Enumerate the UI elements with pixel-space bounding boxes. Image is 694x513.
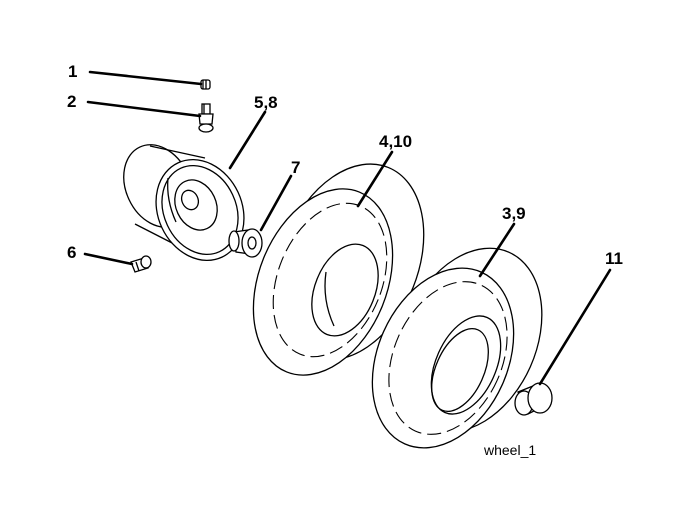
callout-6: 6 — [67, 243, 76, 262]
callout-1: 1 — [68, 62, 77, 81]
leader-line-11 — [538, 268, 612, 386]
bushing-part — [228, 228, 263, 258]
bolt-part — [130, 255, 152, 273]
hub-cap-part — [514, 382, 553, 416]
leader-line-1 — [88, 70, 203, 86]
front-tire-part — [252, 163, 425, 376]
callout-4-10: 4,10 — [379, 132, 412, 151]
valve-cap-part — [200, 79, 211, 90]
leader-line-6 — [83, 252, 134, 266]
leader-line-3-9 — [478, 222, 516, 278]
valve-stem-part — [198, 103, 214, 133]
leader-line-4-10 — [356, 150, 394, 208]
leader-line-5-8 — [228, 110, 267, 170]
diagram-caption: wheel_1 — [483, 442, 536, 458]
callout-11: 11 — [605, 249, 623, 268]
callout-5-8: 5,8 — [254, 93, 278, 112]
callout-3-9: 3,9 — [502, 204, 526, 223]
callout-7: 7 — [291, 158, 300, 177]
leader-line-7 — [259, 174, 293, 232]
leader-line-2 — [86, 100, 202, 118]
rim-part — [123, 144, 245, 262]
callout-2: 2 — [67, 92, 76, 111]
